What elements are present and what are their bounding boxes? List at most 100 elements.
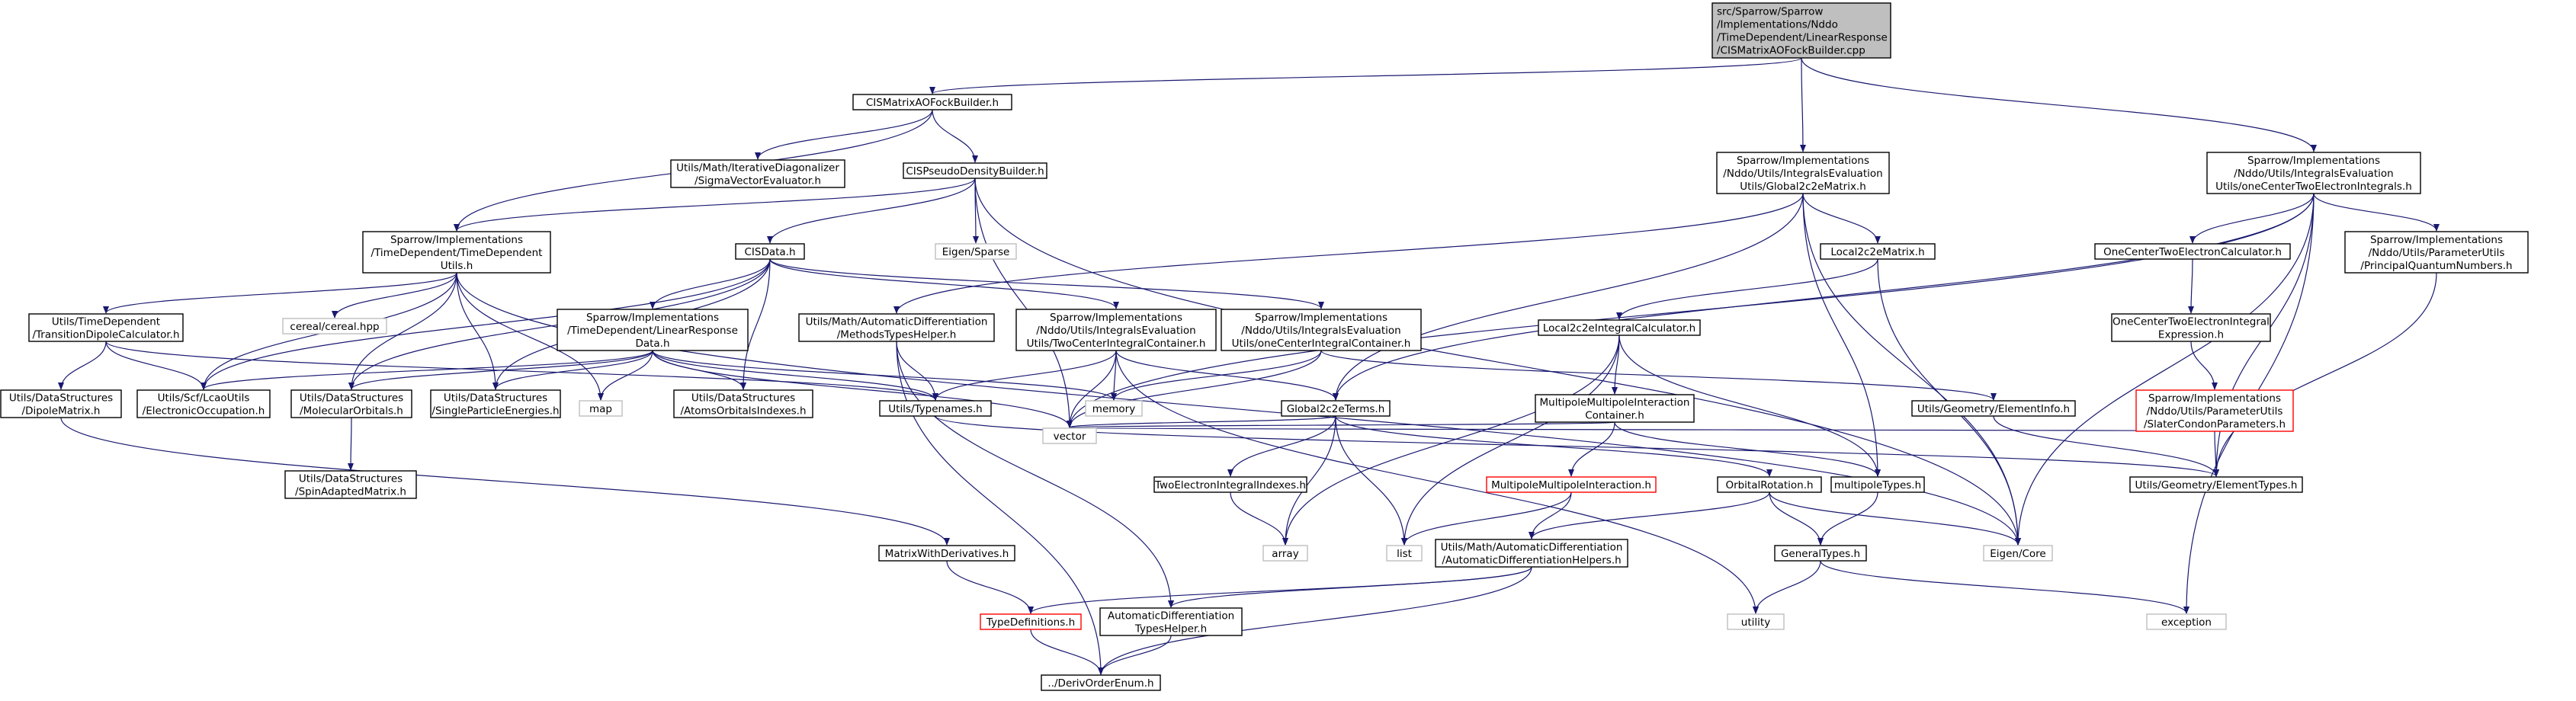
edge-generaltypes-to-utility	[1753, 560, 1821, 614]
node-label-line: MultipoleMultipoleInteraction.h	[1491, 479, 1651, 491]
node-methodshelper[interactable]: Utils/Math/AutomaticDifferentiation/Meth…	[798, 313, 995, 342]
node-twocenter[interactable]: Sparrow/Implementations/Nddo/Utils/Integ…	[1015, 309, 1217, 351]
edge-twocenter-to-utility	[1115, 350, 1759, 614]
node-label-line: Sparrow/Implementations	[2247, 155, 2380, 167]
edge-root-to-onecenter2e_h	[1801, 57, 2317, 152]
node-label-line: Sparrow/Implementations	[586, 312, 719, 324]
node-label-line: /Implementations/Nddo	[1717, 19, 1838, 31]
node-box	[852, 94, 1012, 110]
edge-global_h-to-multipoletypes	[1802, 193, 1881, 477]
node-global-h[interactable]: Sparrow/Implementations/Nddo/Utils/Integ…	[1716, 152, 1890, 194]
edge-root-to-global_h	[1799, 57, 1806, 152]
node-label-line: TypesHelper.h	[1134, 623, 1207, 635]
node-global2c2eterms[interactable]: Global2c2eTerms.h	[1281, 400, 1391, 417]
edge-onecenterint-to-elementinfo	[1320, 350, 1997, 401]
edge-tdutils-to-molorb	[348, 272, 457, 390]
node-box	[282, 318, 387, 334]
node-molorb[interactable]: Utils/DataStructures/MolecularOrbitals.h	[290, 389, 412, 418]
node-box	[1535, 394, 1695, 423]
node-label-line: Utils/Geometry/ElementTypes.h	[2135, 479, 2298, 491]
node-iterdiag[interactable]: Utils/Math/IterativeDiagonalizer/SigmaVe…	[670, 159, 845, 188]
node-label-line: /Nddo/Utils/IntegralsEvaluation	[2234, 168, 2393, 180]
node-typedefs[interactable]: TypeDefinitions.h	[980, 613, 1082, 630]
node-cisdata[interactable]: CISData.h	[735, 243, 805, 260]
node-box	[1042, 427, 1097, 444]
node-generaltypes[interactable]: GeneralTypes.h	[1774, 545, 1867, 562]
node-box	[2135, 389, 2294, 432]
edge-root-to-cismatrix	[929, 57, 1802, 94]
node-box	[879, 400, 992, 417]
edge-lrdata-to-vector	[652, 350, 1073, 428]
node-box	[1435, 539, 1628, 568]
node-tdm[interactable]: Utils/TimeDependent/TransitionDipoleCalc…	[28, 313, 184, 342]
edge-onecenter2e_h-to-vector	[1067, 193, 2315, 428]
node-label-line: Utils.h	[441, 260, 473, 272]
node-elementtypes[interactable]: Utils/Geometry/ElementTypes.h	[2129, 476, 2303, 493]
node-label-line: MultipoleMultipoleInteraction	[1539, 397, 1689, 409]
node-derivorder[interactable]: ../DerivOrderEnum.h	[1041, 674, 1161, 691]
node-label-line: ../DerivOrderEnum.h	[1047, 677, 1153, 690]
edge-global2c2eterms-to-vector	[1067, 415, 1336, 428]
node-label-line: Utils/oneCenterIntegralContainer.h	[1232, 338, 1411, 350]
edge-onecenterint-to-vector	[1067, 350, 1322, 428]
node-orbitalrot[interactable]: OrbitalRotation.h	[1717, 476, 1822, 493]
node-adhelpers[interactable]: Utils/Math/AutomaticDifferentiation/Auto…	[1435, 539, 1628, 568]
node-principalqn[interactable]: Sparrow/Implementations/Nddo/Utils/Param…	[2344, 231, 2529, 274]
node-lrdata[interactable]: Sparrow/Implementations/TimeDependent/Li…	[557, 309, 749, 351]
node-label-line: /CISMatrixAOFockBuilder.cpp	[1717, 45, 1865, 57]
node-box	[1983, 545, 2053, 562]
node-elementinfo[interactable]: Utils/Geometry/ElementInfo.h	[1911, 400, 2076, 417]
node-box	[670, 159, 845, 188]
node-spinadapted[interactable]: Utils/DataStructures/SpinAdaptedMatrix.h	[284, 470, 417, 499]
node-local2c2ecalc[interactable]: Local2c2eIntegralCalculator.h	[1538, 319, 1701, 336]
node-slater[interactable]: Sparrow/Implementations/Nddo/Utils/Param…	[2135, 389, 2294, 432]
node-label-line: Sparrow/Implementations	[390, 234, 523, 246]
node-multipoletypes[interactable]: multipoleTypes.h	[1830, 476, 1925, 493]
node-label-line: OneCenterTwoElectronIntegral	[2112, 316, 2270, 328]
node-matrixderiv[interactable]: MatrixWithDerivatives.h	[878, 545, 1015, 562]
node-aoi[interactable]: Utils/DataStructures/AtomsOrbitalsIndexe…	[673, 389, 813, 418]
edge-cismatrix-to-cispseudo	[932, 109, 978, 163]
node-spe[interactable]: Utils/DataStructures/SingleParticleEnerg…	[430, 389, 561, 418]
node-box	[557, 309, 749, 351]
node-cismatrix[interactable]: CISMatrixAOFockBuilder.h	[852, 94, 1012, 110]
node-eigen-sparse: Eigen/Sparse	[935, 243, 1017, 260]
node-typenames[interactable]: Utils/Typenames.h	[879, 400, 992, 417]
edge-onecenterexpr-to-slater	[2190, 341, 2218, 390]
node-tdutils[interactable]: Sparrow/Implementations/TimeDependent/Ti…	[362, 231, 551, 274]
node-onecenter2e-h[interactable]: Sparrow/Implementations/Nddo/Utils/Integ…	[2206, 152, 2421, 194]
node-exception: exception	[2146, 613, 2227, 630]
node-box	[1727, 613, 1785, 630]
node-root[interactable]: src/Sparrow/Sparrow/Implementations/Nddo…	[1711, 2, 1891, 59]
node-cispseudo[interactable]: CISPseudoDensityBuilder.h	[903, 162, 1047, 179]
node-label-line: array	[1272, 548, 1298, 560]
node-oneCenterCalc[interactable]: OneCenterTwoElectronCalculator.h	[2094, 243, 2291, 260]
node-label-line: /TimeDependent/LinearResponse	[1717, 32, 1888, 44]
edge-local2c2ecalc-to-array	[1282, 334, 1620, 546]
node-label-line: memory	[1092, 403, 1135, 415]
node-onecenterint[interactable]: Sparrow/Implementations/Nddo/Utils/Integ…	[1221, 309, 1422, 351]
node-local2c2e[interactable]: Local2c2eMatrix.h	[1820, 243, 1936, 260]
edge-tdm-to-typenames	[105, 341, 938, 401]
node-label-line: Utils/Math/AutomaticDifferentiation	[806, 316, 988, 328]
edge-global_h-to-methodshelper	[893, 193, 1804, 314]
node-twoelecidx[interactable]: TwoElectronIntegralIndexes.h	[1153, 476, 1307, 493]
node-box	[1774, 545, 1867, 562]
edge-tdm-to-lcao	[105, 341, 207, 390]
node-box	[798, 313, 995, 342]
edge-slater-to-vector	[1069, 427, 2215, 435]
node-box	[1015, 309, 1217, 351]
node-label-line: /Nddo/Utils/IntegralsEvaluation	[1036, 325, 1195, 337]
node-dipolematrix[interactable]: Utils/DataStructures/DipoleMatrix.h	[0, 389, 122, 418]
edge-cisdata-to-lcao	[200, 258, 771, 390]
node-lcao[interactable]: Utils/Scf/LcaoUtils/ElectronicOccupation…	[136, 389, 271, 418]
node-box	[1281, 400, 1391, 417]
edge-generaltypes-to-exception	[1820, 560, 2189, 614]
node-multipoleint[interactable]: MultipoleMultipoleInteraction.h	[1486, 476, 1657, 493]
edge-adhelpers-to-adtypeshelper	[1168, 566, 1532, 608]
node-label-line: /TimeDependent/LinearResponse	[567, 325, 738, 337]
edge-tdutils-to-cereal	[332, 272, 457, 318]
